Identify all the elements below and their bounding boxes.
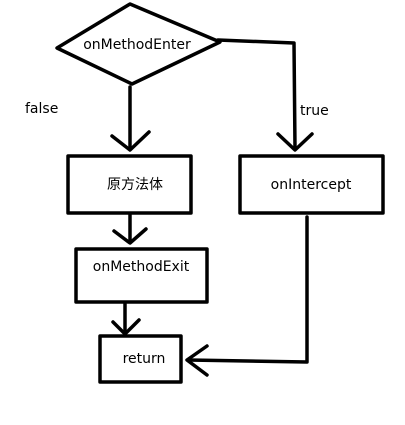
decision-onmethodenter-shape: [55, 2, 222, 86]
edge-true-label: true: [300, 103, 329, 119]
edge-intercept-to-return-line: [186, 215, 309, 364]
node-original-body-box: [66, 154, 193, 215]
edge-body-to-exit-arrowhead: [112, 227, 148, 245]
node-onmethodexit-label: onMethodExit: [93, 259, 190, 275]
edge-false-label: false: [25, 101, 58, 117]
node-return-label: return: [123, 351, 166, 367]
edge-exit-to-return-arrowhead: [111, 318, 141, 336]
edge-intercept-to-return-arrowhead: [185, 344, 209, 377]
node-onintercept-box: [238, 154, 385, 215]
edge-false-arrowhead: [110, 130, 151, 152]
node-return-box: [98, 334, 183, 384]
edge-true-arrowhead: [276, 132, 314, 152]
node-original-body-label: 原方法体: [107, 177, 163, 193]
node-onintercept-label: onIntercept: [271, 177, 352, 193]
edge-true-line: [216, 38, 297, 150]
decision-onmethodenter-label: onMethodEnter: [83, 37, 191, 53]
node-onmethodexit-box: [74, 247, 209, 304]
